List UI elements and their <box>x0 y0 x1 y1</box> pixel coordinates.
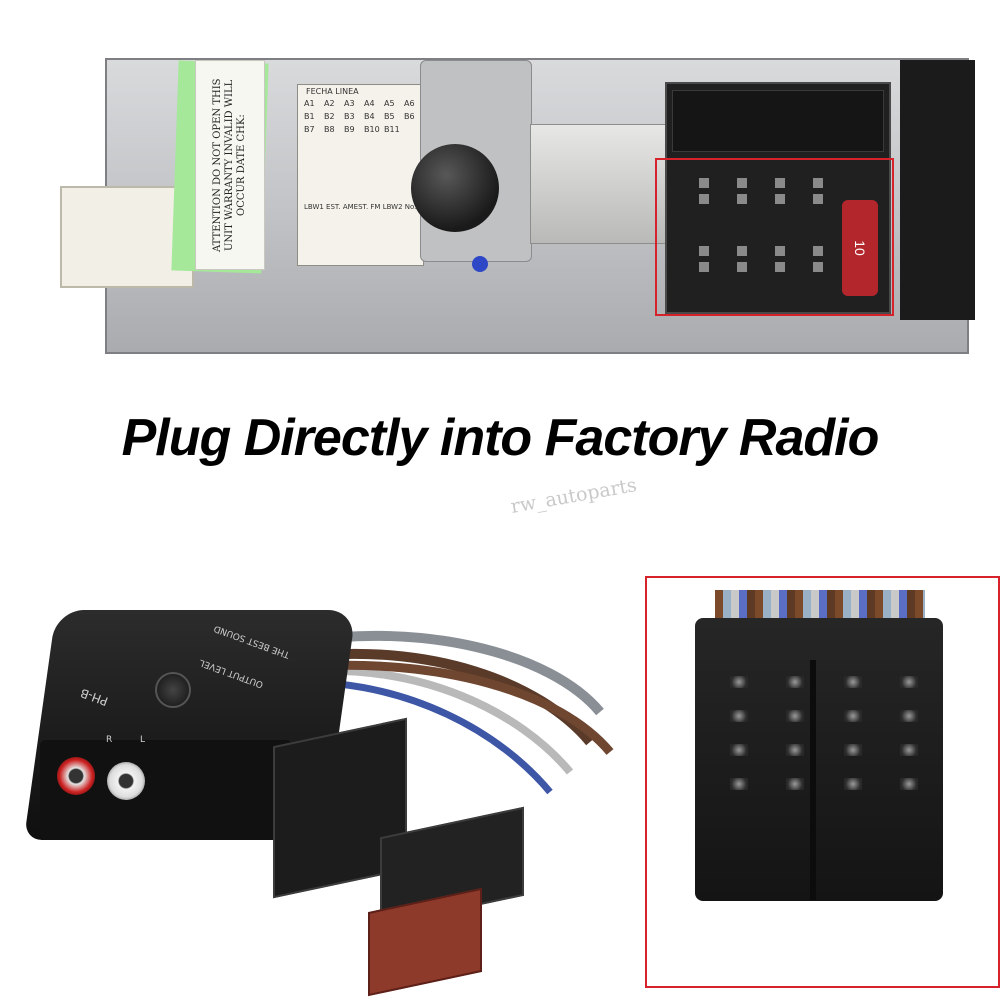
connector-highlight-box <box>645 576 1000 988</box>
id-card-grid: A1 A2 A3 A4 A5 A6 B1 B2 B3 B4 B5 B6 B7 B… <box>304 99 422 134</box>
id-cell: B8 <box>324 125 335 134</box>
id-card-header: FECHA LINEA <box>306 87 359 96</box>
id-cell: A3 <box>344 99 355 108</box>
connector-divider <box>810 660 816 900</box>
id-cell: B4 <box>364 112 375 121</box>
connector-pins-right <box>830 676 932 790</box>
radio-knob <box>411 144 499 232</box>
fuse: 10 <box>842 200 878 296</box>
id-cell: B6 <box>404 112 415 121</box>
socket-highlight-box <box>655 158 894 316</box>
id-cell: A5 <box>384 99 395 108</box>
rca-white-jack <box>107 762 145 800</box>
id-cell: A4 <box>364 99 375 108</box>
headline: Plug Directly into Factory Radio <box>121 409 880 467</box>
rca-red-jack <box>57 757 95 795</box>
blue-marker-dot <box>472 256 488 272</box>
production-id-card: FECHA LINEA A1 A2 A3 A4 A5 A6 B1 B2 B3 B… <box>297 84 424 266</box>
id-cell: B11 <box>384 125 400 134</box>
metal-heatsink <box>530 124 667 244</box>
id-card-footer: LBW1 EST. AMEST. FM LBW2 No. <box>304 203 417 211</box>
attention-label: ATTENTION DO NOT OPEN THIS UNIT WARRANTY… <box>195 60 265 270</box>
connector-pins-left <box>716 676 818 790</box>
iso-connector-closeup <box>695 618 943 901</box>
id-cell: B5 <box>384 112 395 121</box>
id-cell: B1 <box>304 112 315 121</box>
socket-pins-upper <box>690 178 832 204</box>
radio-rear-panel <box>900 60 975 320</box>
id-cell: B10 <box>364 125 380 134</box>
channel-right-label: R <box>106 735 113 745</box>
id-cell: B9 <box>344 125 355 134</box>
id-cell: A6 <box>404 99 415 108</box>
factory-radio-photo: ATTENTION DO NOT OPEN THIS UNIT WARRANTY… <box>0 0 1000 360</box>
socket-pins-lower <box>690 246 832 272</box>
channel-left-label: L <box>140 735 146 745</box>
upper-socket <box>672 90 884 152</box>
id-cell: B7 <box>304 125 315 134</box>
id-cell: A2 <box>324 99 335 108</box>
output-level-knob <box>155 672 191 708</box>
id-cell: A1 <box>304 99 315 108</box>
watermark: rw_autoparts <box>509 474 639 518</box>
id-cell: B3 <box>344 112 355 121</box>
id-cell: B2 <box>324 112 335 121</box>
